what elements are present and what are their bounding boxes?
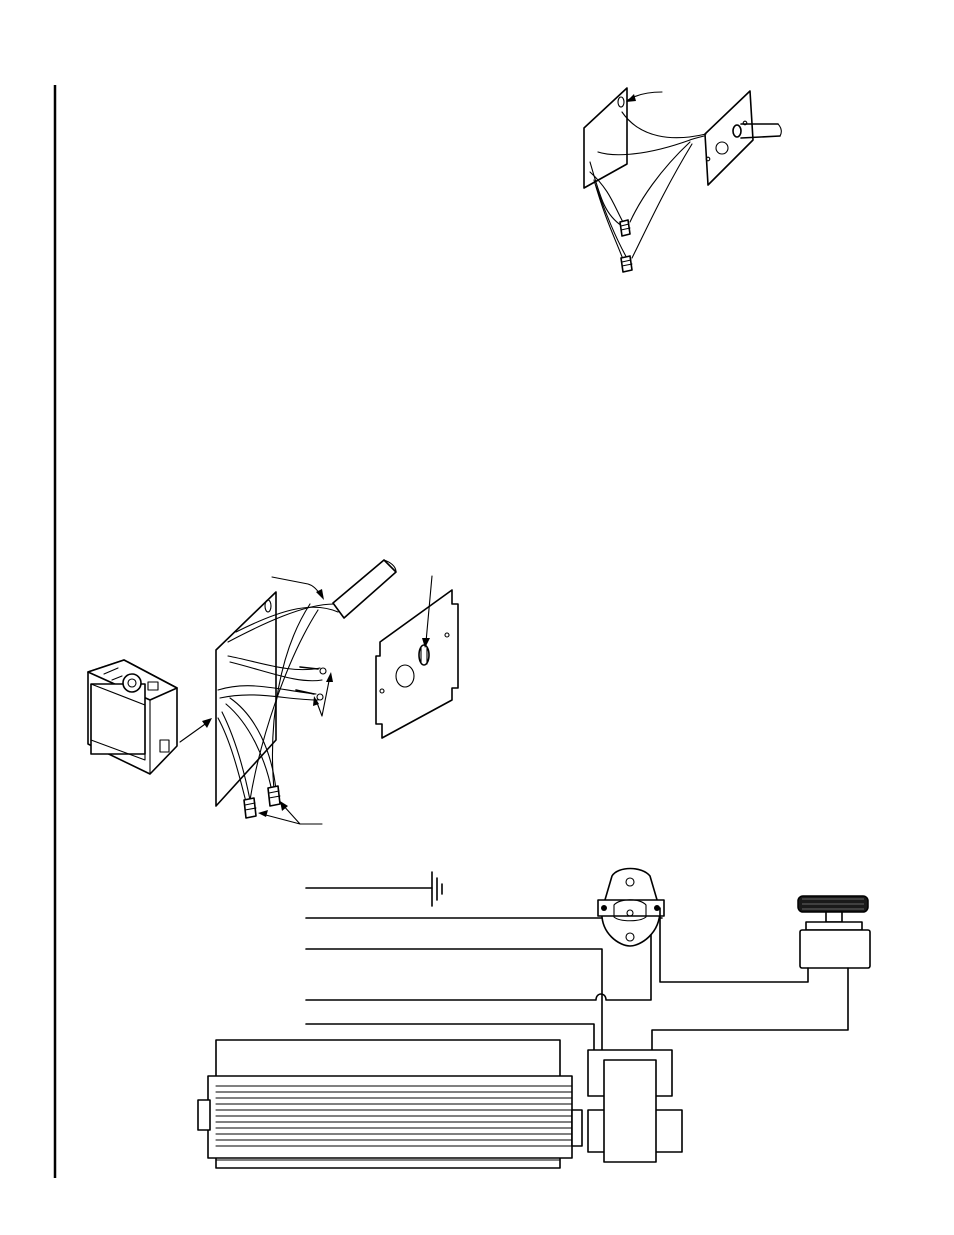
wiring-schematic-figure [198, 869, 870, 1169]
speed-control [798, 896, 870, 968]
junction-box-assembly-figure [88, 560, 458, 824]
motor-capacitor [588, 1050, 682, 1162]
junction-box-wire-entry-figure [584, 88, 781, 272]
thermodisc-switch [598, 869, 664, 947]
blower-motor [198, 1040, 582, 1168]
receptacle-module [88, 660, 177, 774]
